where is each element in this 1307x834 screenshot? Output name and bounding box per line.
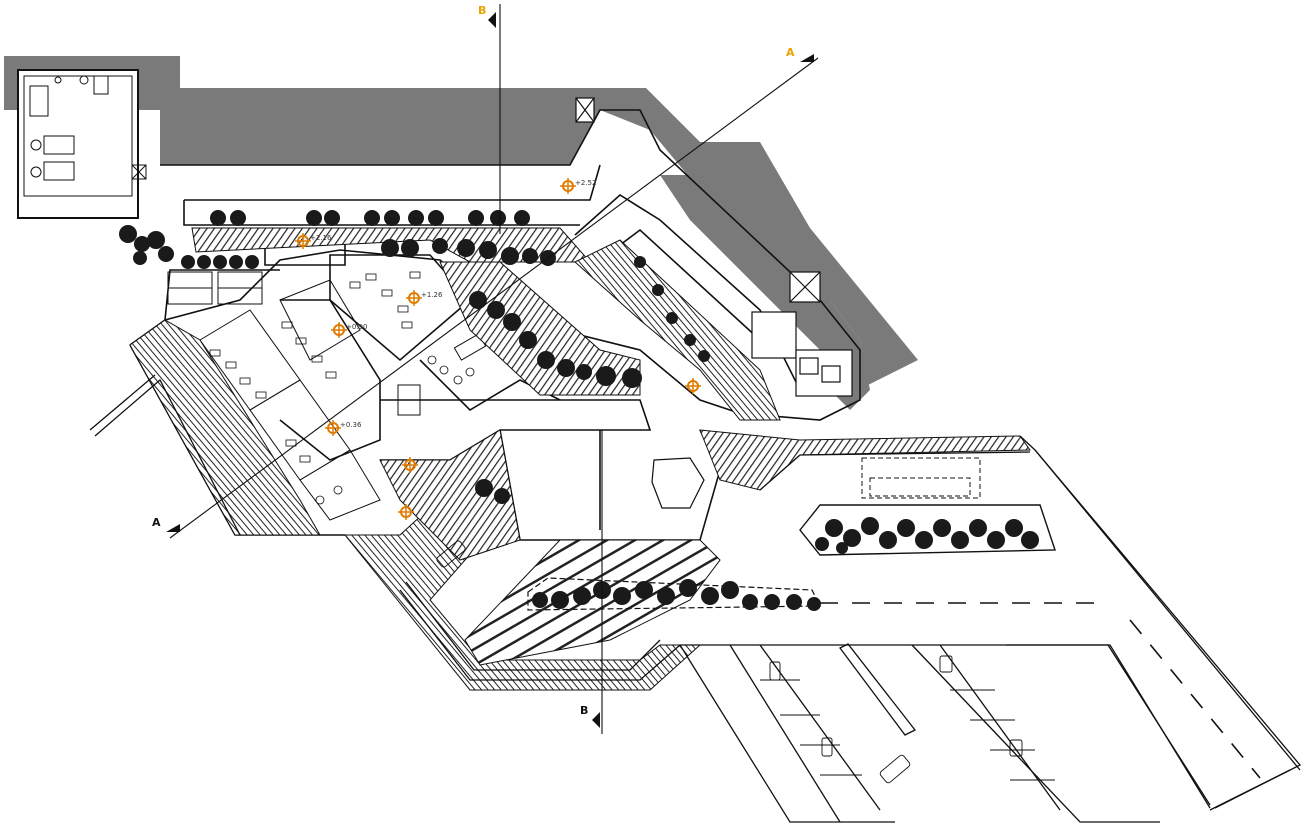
section-marker-b-top: B <box>478 4 496 28</box>
section-label-b-bottom: B <box>580 704 588 717</box>
section-label-b-top: B <box>478 4 486 17</box>
level-value-4: +0.90 <box>346 323 367 331</box>
office-rooms <box>167 271 487 521</box>
dashed-zone <box>861 457 981 499</box>
tree-row-east <box>799 504 1056 556</box>
level-value-2: +2.16 <box>310 234 332 242</box>
level-value-1: +2.52 <box>575 179 596 187</box>
furniture <box>209 271 475 505</box>
level-marker-8 <box>398 504 414 520</box>
road-network <box>89 374 1302 823</box>
service-block <box>17 69 147 219</box>
earth-mass-north <box>4 56 918 385</box>
level-marker-5: +0.36 <box>325 420 362 436</box>
section-marker-b-bottom: B <box>580 704 600 728</box>
slope-hatch-southeast <box>699 429 1031 491</box>
earth-mass-east <box>660 175 870 410</box>
level-marker-1: +2.52 <box>560 178 596 194</box>
ramp-stripes <box>464 539 721 666</box>
east-block <box>575 97 853 509</box>
level-value-5: +0.36 <box>340 421 362 429</box>
section-label-a-top: A <box>786 46 795 59</box>
parking-bays <box>436 540 1055 784</box>
trees <box>119 210 710 504</box>
section-marker-a-top: A <box>786 46 814 62</box>
level-marker-7 <box>402 457 418 473</box>
section-cut-lines <box>169 4 819 734</box>
section-label-a-bottom: A <box>152 516 161 529</box>
level-value-3: +1.26 <box>421 291 443 299</box>
slope-hatch-west <box>129 319 321 536</box>
level-marker-4: +0.90 <box>331 322 367 338</box>
section-marker-a-bottom: A <box>152 516 180 532</box>
level-marker-6 <box>685 378 701 394</box>
road-centerline <box>820 602 1261 779</box>
tree-row-south <box>527 577 821 611</box>
level-marker-3: +1.26 <box>406 290 443 306</box>
level-marker-2: +2.16 <box>295 233 332 249</box>
